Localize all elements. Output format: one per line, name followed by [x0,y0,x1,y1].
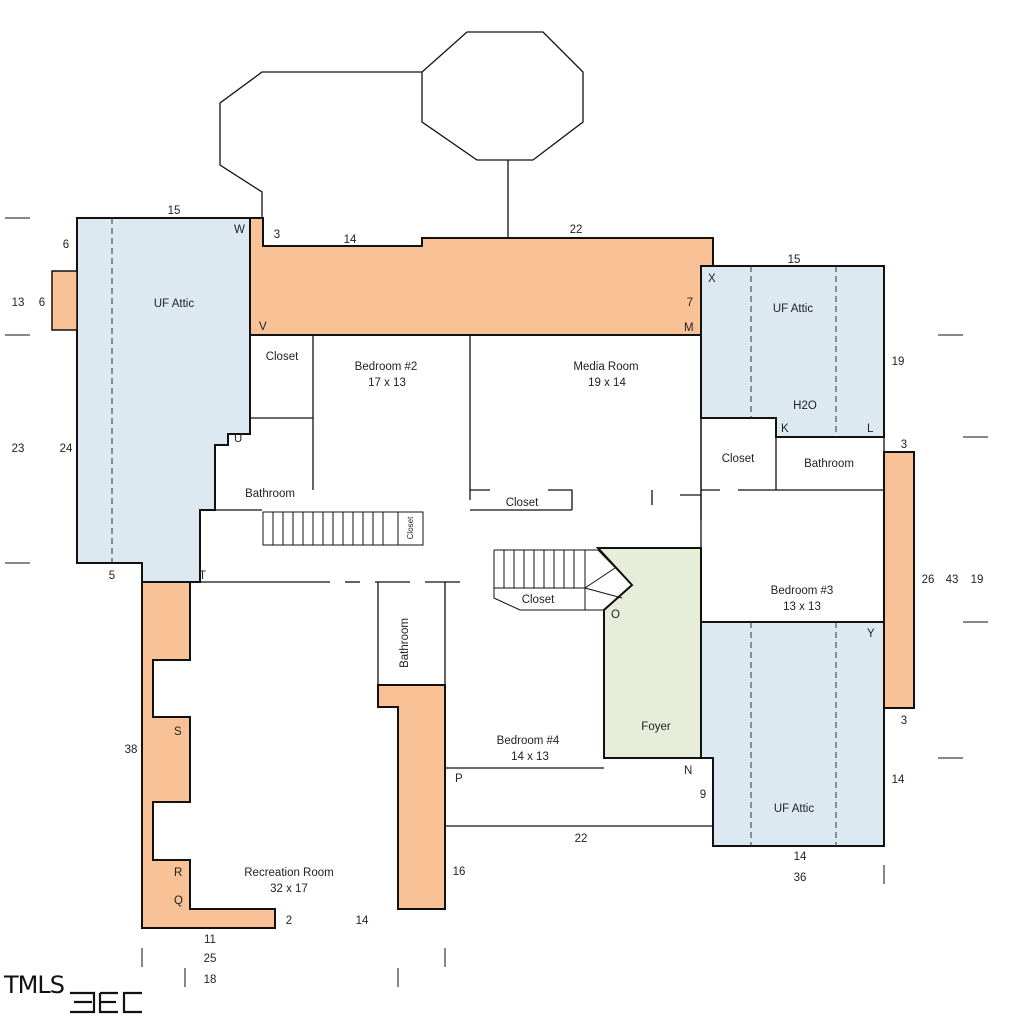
dim-2: 2 [286,915,292,927]
deck-outline [219,31,584,238]
bedroom3-name: Bedroom #3 [771,585,834,597]
point-k: K [781,423,789,435]
dim-14-bottom: 14 [356,915,369,927]
bathroom-label-b: Bathroom [804,458,854,470]
point-q: Q [174,895,183,907]
media-room-name: Media Room [573,361,638,373]
dim-5: 5 [109,570,115,582]
uf-attic-right-bottom-label: UF Attic [774,803,815,815]
dim-15-top-right: 15 [788,254,801,266]
h2o-label: H2O [793,400,817,412]
point-l: L [867,423,874,435]
recreation-room-size: 32 x 17 [270,883,308,895]
dim-36: 36 [794,872,807,884]
dim-25: 25 [204,953,217,965]
dim-26: 26 [922,574,935,586]
uf-attic-right-top-label: UF Attic [773,303,814,315]
point-u: U [234,433,242,445]
bedroom2-name: Bedroom #2 [355,361,418,373]
stairs-lower [493,549,633,611]
dim-38: 38 [125,744,138,756]
unfinished-right [883,451,915,709]
dim-43: 43 [946,574,959,586]
point-r: R [174,867,182,879]
point-w: W [234,224,245,236]
dim-24: 24 [60,443,73,455]
bathroom-label-a: Bathroom [245,488,295,500]
point-x: X [708,273,716,285]
dim-7: 7 [687,297,693,309]
dim-14-top: 14 [344,234,357,246]
point-p: P [455,773,463,785]
point-y: Y [867,628,875,640]
dim-11: 11 [204,934,216,946]
bathroom-label-c: Bathroom [399,618,411,668]
dim-22-top: 22 [570,224,583,236]
logo-text: TMLS [3,971,64,999]
closet-label-b: Closet [506,497,539,509]
dim-14-bottom-right: 14 [794,851,807,863]
unfinished-top [249,217,714,336]
point-m: M [684,322,694,334]
dim-15-top-left: 15 [168,205,181,217]
dim-18: 18 [204,974,217,986]
closet-label-d: Closet [522,594,555,606]
uf-attic-left [51,217,251,583]
point-s: S [174,726,182,738]
bedroom2-size: 17 x 13 [368,377,406,389]
point-v: V [259,321,267,333]
bedroom4-name: Bedroom #4 [497,735,560,747]
unfinished-center [377,684,446,910]
closet-label-a: Closet [266,351,299,363]
dim-14-right: 14 [892,774,905,786]
bedroom3-size: 13 x 13 [783,601,821,613]
foyer-label: Foyer [641,721,671,733]
recreation-room-name: Recreation Room [244,867,333,879]
uf-attic-left-label: UF Attic [154,298,195,310]
stairs-upper [262,511,424,546]
dim-13: 13 [12,297,25,309]
tmls-logo: TMLS [3,971,142,1014]
dim-3-right-top: 3 [901,439,907,451]
dim-3-right-bottom: 3 [901,715,907,727]
dim-3-top: 3 [274,229,280,241]
dim-22-bottom: 22 [575,833,588,845]
dim-19-right: 19 [892,356,905,368]
dim-6-b: 6 [39,297,45,309]
unfinished-left [141,581,276,929]
dim-19-far: 19 [971,574,984,586]
dimension-ticks [5,217,988,987]
dim-23: 23 [12,443,25,455]
bedroom4-size: 14 x 13 [511,751,549,763]
dim-16: 16 [453,866,466,878]
point-n: N [684,765,692,777]
dim-6-a: 6 [63,239,69,251]
media-room-size: 19 x 14 [588,377,626,389]
point-t: T [199,570,206,582]
interior-walls [200,335,885,827]
point-o: O [611,609,620,621]
closet-label-c: Closet [722,453,755,465]
closet-label-small: Closet [406,516,415,539]
dim-9: 9 [700,789,706,801]
